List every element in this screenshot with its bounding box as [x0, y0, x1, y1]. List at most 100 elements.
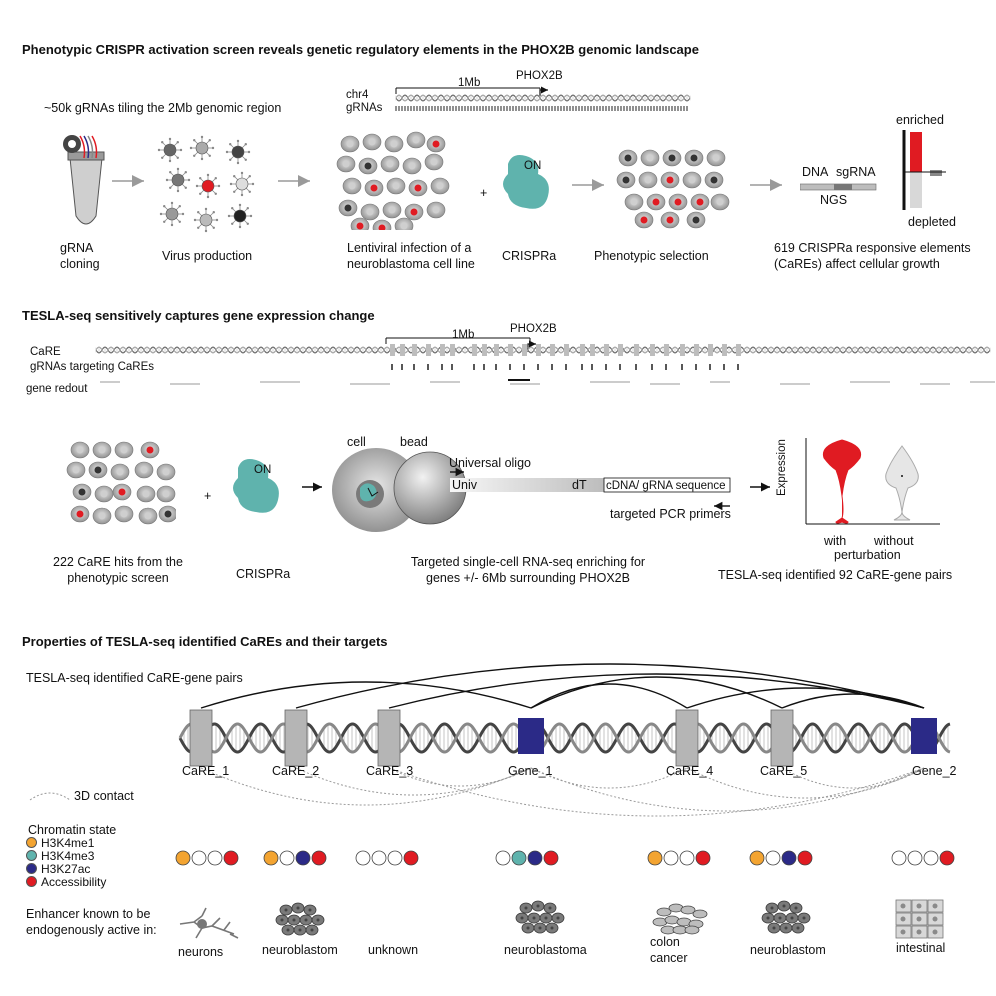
- label-care-2: CaRE_2: [272, 764, 320, 778]
- crispra-icon: [503, 155, 549, 209]
- contact-legend-line: [29, 792, 71, 801]
- contact-arc: [530, 767, 688, 789]
- result-label: 619 CRISPRa responsive elements(CaREs) a…: [774, 241, 971, 271]
- state-dot: [907, 850, 923, 866]
- phox2b2-label: PHOX2B: [510, 323, 557, 335]
- depleted-label: depleted: [908, 215, 956, 229]
- section1-title: Phenotypic CRISPR activation screen reve…: [22, 42, 699, 57]
- state-dot: [355, 850, 371, 866]
- tiling-label: ~50k gRNAs tiling the 2Mb genomic region: [44, 101, 282, 115]
- grna-row-label: gRNAs targeting CaREs: [30, 361, 154, 373]
- violin-plot: [805, 438, 940, 525]
- legend-item: Accessibility: [26, 874, 107, 889]
- tissue-care-1: neurons: [178, 945, 224, 959]
- dna-label: DNA: [802, 165, 829, 179]
- contact-arc: [530, 767, 925, 812]
- tesla-result-label: TESLA-seq identified 92 CaRE-gene pairs: [718, 568, 953, 582]
- method-label: Targeted single-cell RNA-seq enriching f…: [410, 555, 646, 585]
- pairs-label: TESLA-seq identified CaRE-gene pairs: [26, 671, 243, 685]
- care-track: [95, 337, 995, 385]
- state-dot: [647, 850, 663, 866]
- state-dot: [891, 850, 907, 866]
- tissue-gene-1: neuroblastoma: [504, 943, 587, 957]
- cell-label: cell: [347, 435, 366, 449]
- pair-arc: [388, 673, 925, 709]
- expression-label: Expression: [776, 439, 788, 496]
- pair-arc: [530, 683, 688, 709]
- arrow-5: [302, 482, 322, 492]
- read-bar: [800, 183, 877, 191]
- selection-label: Phenotypic selection: [594, 249, 709, 263]
- neuron-icon: [179, 907, 239, 939]
- phox2b-label: PHOX2B: [516, 70, 563, 82]
- plus-2: +: [204, 489, 212, 503]
- legend-item: H3K27ac: [26, 862, 106, 876]
- label-care-3: CaRE_3: [366, 764, 414, 778]
- pair-arc: [200, 681, 532, 709]
- bead-label: bead: [400, 435, 428, 449]
- state-dot: [403, 850, 419, 866]
- legend-label: Accessibility: [41, 874, 107, 889]
- with-label: with: [824, 534, 847, 548]
- cell-cluster-1: [336, 131, 450, 230]
- arrow-2: [278, 175, 310, 187]
- label-care-1: CaRE_1: [182, 764, 230, 778]
- pairs-diagram: [178, 663, 951, 817]
- state-dot: [223, 850, 239, 866]
- element-care-2: [284, 709, 308, 767]
- perturbation-label: perturbation: [834, 548, 901, 562]
- chr4-track: [395, 86, 691, 111]
- label-gene-2: Gene_2: [912, 764, 957, 778]
- label-care-5: CaRE_5: [760, 764, 808, 778]
- element-gene-2: [911, 718, 937, 754]
- cdna-label: cDNA/ gRNA sequence: [606, 480, 726, 492]
- neuroblastoma-icon-1: [275, 902, 325, 936]
- element-care-1: [189, 709, 213, 767]
- legend-dot-icon: [26, 876, 37, 887]
- label-gene-1: Gene_1: [508, 764, 553, 778]
- element-care-3: [377, 709, 401, 767]
- on2-label: ON: [254, 464, 272, 476]
- tissue-gene-2: intestinal: [896, 941, 946, 955]
- colon-cancer-icon: [652, 903, 708, 935]
- state-dot: [923, 850, 939, 866]
- state-dot: [543, 850, 559, 866]
- section2-title: TESLA-seq sensitively captures gene expr…: [22, 308, 375, 323]
- intestinal-icon: [895, 899, 944, 939]
- scale2-1mb: 1Mb: [452, 329, 475, 341]
- ngs-label: NGS: [820, 193, 848, 207]
- state-dot: [207, 850, 223, 866]
- state-dot: [387, 850, 403, 866]
- state-dot: [765, 850, 781, 866]
- legend-dot-icon: [26, 863, 37, 874]
- pair-arc: [530, 676, 783, 709]
- arrow-3: [572, 179, 604, 191]
- legend-item: H3K4me1: [26, 835, 106, 850]
- element-care-5: [770, 709, 794, 767]
- tissue-care-3: unknown: [368, 943, 419, 957]
- sgrna-label: sgRNA: [836, 165, 876, 179]
- tissue-care-5: neuroblastom: [750, 943, 826, 957]
- state-dot: [695, 850, 711, 866]
- cell-cluster-2: [616, 149, 730, 229]
- without-label: without: [874, 534, 914, 548]
- element-gene-1: [518, 718, 544, 754]
- contact-arc: [388, 767, 532, 787]
- crispra2-label: CRISPRa: [236, 567, 291, 581]
- pair-arc: [781, 693, 925, 709]
- state-dot: [781, 850, 797, 866]
- element-care-4: [675, 709, 699, 767]
- section3-title: Properties of TESLA-seq identified CaREs…: [22, 634, 388, 649]
- on-label: ON: [524, 160, 542, 172]
- legend-label: H3K4me1: [41, 835, 95, 850]
- cell-cluster-3: [66, 441, 176, 525]
- state-dot: [175, 850, 191, 866]
- contact-arc: [388, 767, 925, 817]
- state-dot: [749, 850, 765, 866]
- gene-row-label: gene redout: [26, 383, 88, 395]
- label-care-4: CaRE_4: [666, 764, 714, 778]
- chromatin-title: Chromatin state: [28, 823, 117, 837]
